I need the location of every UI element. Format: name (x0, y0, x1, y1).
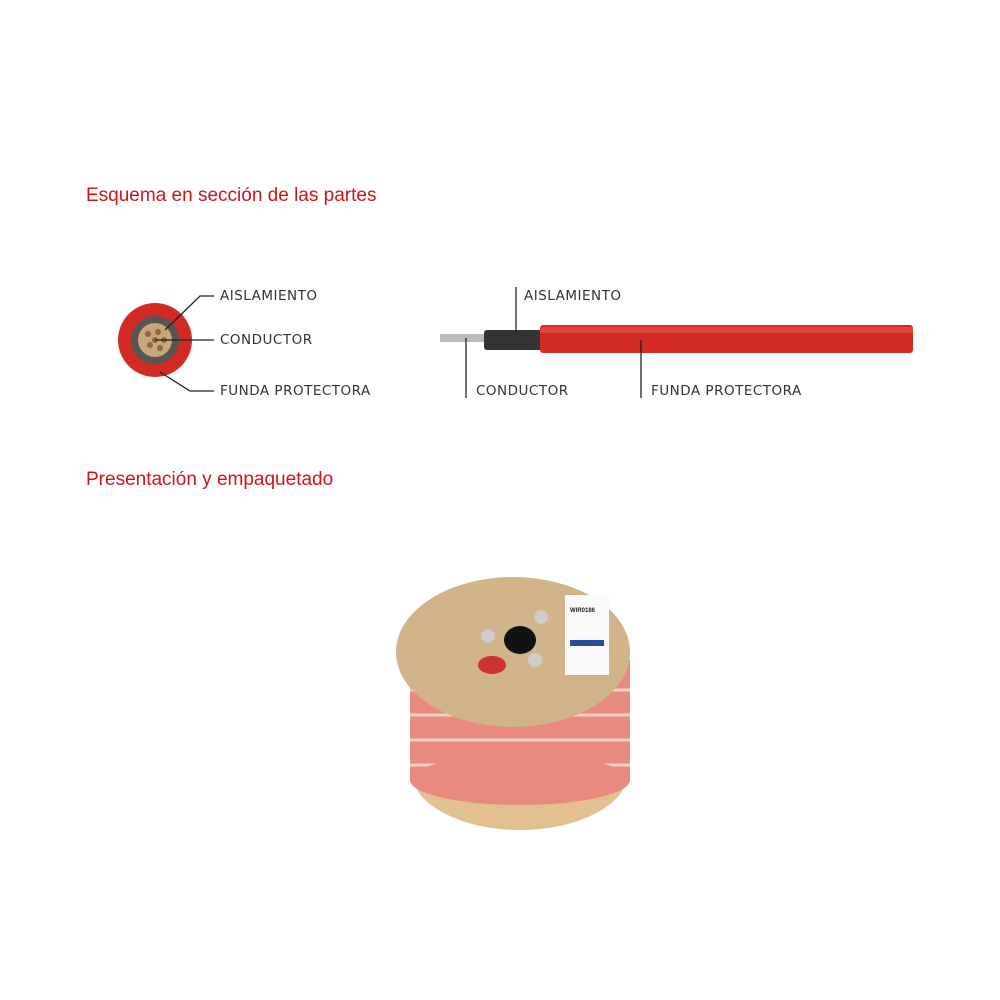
cable-reel-image (396, 577, 630, 830)
cable-cross-section-illustration (118, 295, 214, 392)
cable-side-view-illustration (440, 287, 913, 398)
cross-section-label-sheath: FUNDA PROTECTORA (220, 383, 371, 399)
product-label-code: WIR0186 (570, 608, 596, 614)
packaging-title: Presentación y empaquetado (86, 469, 334, 490)
cross-section-title: Esquema en sección de las partes (86, 185, 377, 206)
side-view-label-sheath: FUNDA PROTECTORA (651, 383, 802, 399)
cross-section-label-conductor: CONDUCTOR (220, 332, 313, 348)
cross-section-label-insulation: AISLAMIENTO (220, 288, 318, 304)
side-view-label-conductor: CONDUCTOR (476, 383, 569, 399)
side-view-label-insulation: AISLAMIENTO (524, 288, 622, 304)
